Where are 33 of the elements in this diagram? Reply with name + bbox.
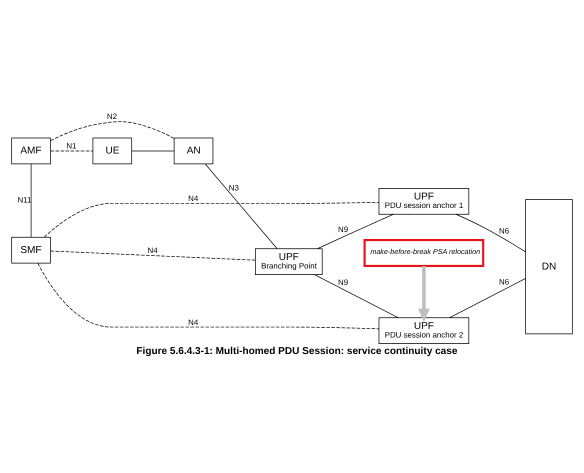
edge-label: N11 xyxy=(17,196,32,205)
connector xyxy=(50,150,94,152)
connector xyxy=(456,214,526,252)
edge-label: N4 xyxy=(148,246,158,255)
connector xyxy=(30,164,32,238)
node-box: UE xyxy=(92,138,132,164)
node-box: UPF PDU session anchor 1 xyxy=(378,188,470,215)
edge-label: N9 xyxy=(338,278,348,288)
edge-label: N3 xyxy=(228,183,239,192)
edge-label: N4 xyxy=(188,318,198,327)
edge-label: N4 xyxy=(188,194,198,204)
connector xyxy=(449,278,526,318)
connector xyxy=(131,150,174,152)
connector xyxy=(317,214,394,249)
connector xyxy=(38,262,380,330)
node-box: AN xyxy=(174,138,214,164)
edge-label: N2 xyxy=(106,112,118,122)
node-box: UPF Branching Point xyxy=(254,248,323,275)
edge-label: N1 xyxy=(66,142,76,151)
edge-label: N6 xyxy=(499,226,510,236)
node-box: UPF PDU session anchor 2 xyxy=(378,317,470,344)
connector xyxy=(44,202,380,238)
edge-label: N9 xyxy=(338,225,348,234)
node-box: AMF xyxy=(11,138,51,164)
caption: Figure 5.6.4.3-1: Multi-homed PDU Session: service continuity case xyxy=(136,346,458,357)
edge-label: N6 xyxy=(499,278,510,287)
connector xyxy=(205,164,278,249)
connector xyxy=(314,274,398,318)
connector xyxy=(50,250,256,261)
node-box: DN xyxy=(525,199,573,334)
node-box: SMF xyxy=(11,236,51,264)
connector xyxy=(50,121,174,141)
arrow xyxy=(418,266,430,322)
